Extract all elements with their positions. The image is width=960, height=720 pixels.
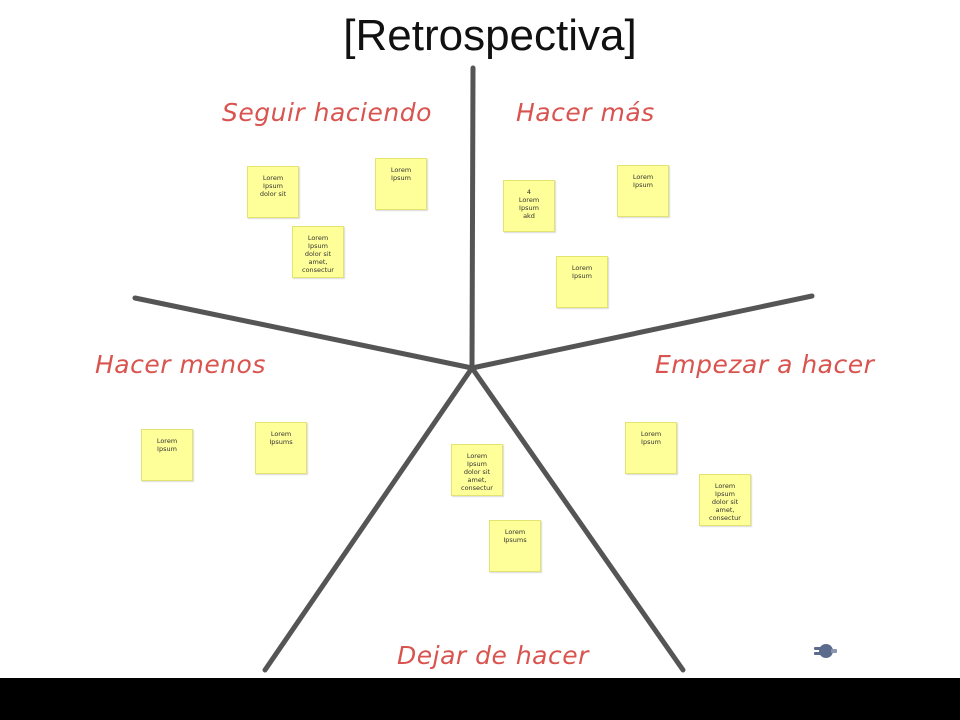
divider-left: [132, 295, 475, 371]
label-seguir-haciendo: Seguir haciendo: [222, 98, 432, 127]
sticky-note-text: Lorem Ipsum dolor sit amet, consectur: [461, 452, 493, 492]
label-hacer-mas: Hacer más: [516, 98, 655, 127]
sticky-note-text: Lorem Ipsum: [156, 437, 178, 453]
sticky-note[interactable]: Lorem Ipsums: [489, 520, 541, 572]
connector-plug-icon: [814, 644, 837, 658]
sticky-note[interactable]: Lorem Ipsum dolor sit amet, consectur: [699, 474, 751, 526]
footer-bar: [0, 678, 960, 720]
slide-title: [Retrospectiva]: [343, 11, 637, 60]
sticky-note[interactable]: Lorem Ipsum dolor sit amet, consectur: [292, 226, 344, 278]
sticky-note[interactable]: Lorem Ipsum: [375, 158, 427, 210]
sticky-note-text: Lorem Ipsum dolor sit amet, consectur: [709, 482, 741, 522]
sticky-note-text: Lorem Ipsum: [571, 264, 593, 280]
label-hacer-menos: Hacer menos: [95, 350, 266, 379]
sticky-note-text: Lorem Ipsum: [390, 166, 412, 182]
sticky-note-text: Lorem Ipsums: [269, 430, 293, 446]
label-empezar-a-hacer: Empezar a hacer: [655, 350, 875, 379]
sticky-note-text: Lorem Ipsums: [503, 528, 527, 544]
sticky-note[interactable]: Lorem Ipsum: [625, 422, 677, 474]
sticky-note[interactable]: Lorem Ipsum dolor sit: [247, 166, 299, 218]
divider-right: [469, 293, 815, 371]
sticky-note[interactable]: Lorem Ipsum dolor sit amet, consectur: [451, 444, 503, 496]
label-dejar-de-hacer: Dejar de hacer: [397, 641, 589, 670]
sticky-note[interactable]: 4 Lorem Ipsum akd: [503, 180, 555, 232]
sticky-note-text: Lorem Ipsum dolor sit: [259, 174, 287, 198]
sticky-note-text: Lorem Ipsum: [640, 430, 662, 446]
sticky-note[interactable]: Lorem Ipsum: [141, 429, 193, 481]
sticky-note[interactable]: Lorem Ipsums: [255, 422, 307, 474]
divider-top: [469, 65, 476, 371]
divider-bottom-left: [262, 365, 475, 673]
sticky-note-text: 4 Lorem Ipsum akd: [518, 188, 540, 220]
sticky-note-text: Lorem Ipsum: [632, 173, 654, 189]
sticky-note[interactable]: Lorem Ipsum: [556, 256, 608, 308]
sticky-note[interactable]: Lorem Ipsum: [617, 165, 669, 217]
sticky-note-text: Lorem Ipsum dolor sit amet, consectur: [302, 234, 334, 274]
divider-bottom-right: [469, 365, 686, 673]
